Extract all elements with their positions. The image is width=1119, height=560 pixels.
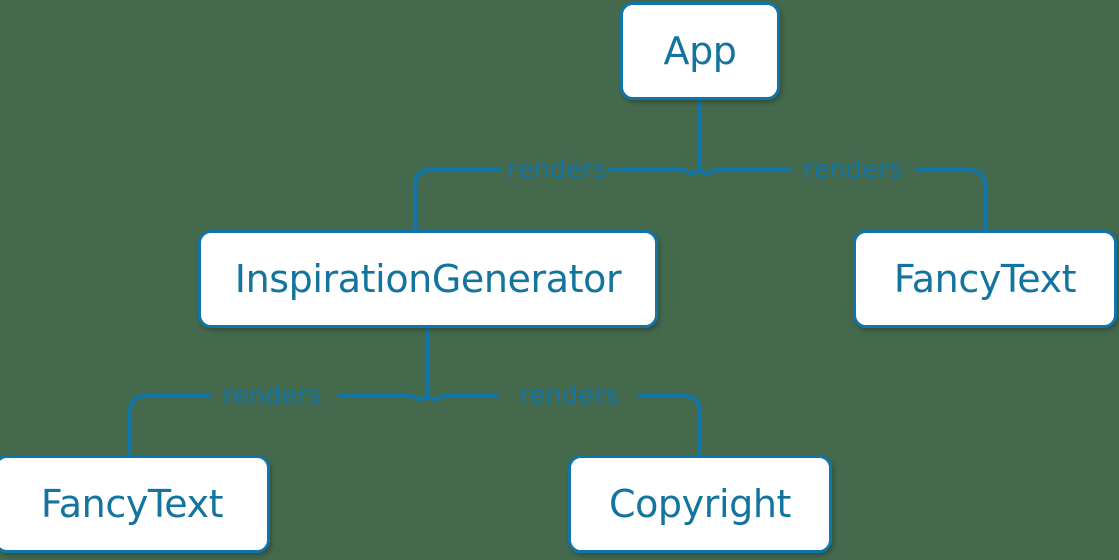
edge-label-inspiration-copyright: renders	[519, 381, 619, 411]
node-label-inspiration-generator: InspirationGenerator	[234, 257, 622, 301]
edge-label-app-fancytext-right: renders	[803, 155, 903, 185]
node-inspiration-generator[interactable]: InspirationGenerator	[198, 230, 658, 328]
edge-junction-top	[698, 168, 718, 176]
edge-label-inspiration-fancytext: renders	[222, 381, 322, 411]
node-fancytext-right[interactable]: FancyText	[853, 230, 1117, 328]
node-label-app: App	[663, 29, 737, 73]
edge-junction-top-left	[682, 168, 702, 176]
edge-junction-bottom-left	[410, 394, 430, 402]
edge-label-app-inspiration: renders	[507, 155, 607, 185]
node-app[interactable]: App	[620, 2, 780, 100]
node-copyright[interactable]: Copyright	[568, 455, 832, 553]
node-label-fancytext-bottom: FancyText	[40, 482, 224, 526]
node-fancytext-bottom[interactable]: FancyText	[0, 455, 270, 553]
node-label-fancytext-right: FancyText	[893, 257, 1077, 301]
node-label-copyright: Copyright	[608, 482, 792, 526]
edge-junction-bottom	[426, 394, 446, 402]
